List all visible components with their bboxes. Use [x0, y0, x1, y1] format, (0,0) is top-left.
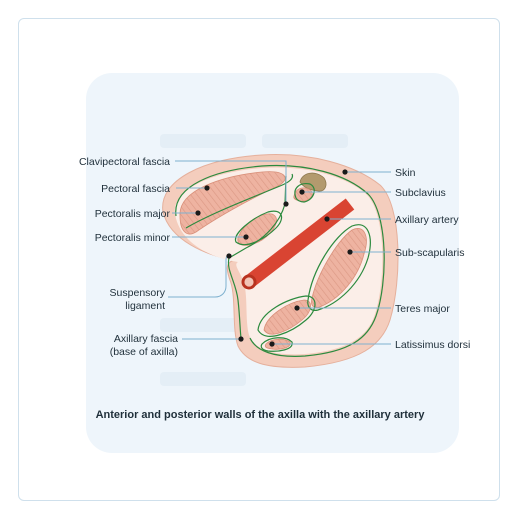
label-suspensory-ligament-line2: ligament: [125, 300, 165, 312]
subclavius-muscle: [293, 187, 313, 202]
diagram-caption: Anterior and posterior walls of the axil…: [96, 409, 426, 421]
label-sub-scapularis: Sub-scapularis: [395, 247, 464, 259]
label-subclavius: Subclavius: [395, 187, 446, 199]
subscapularis-muscle: [311, 228, 367, 308]
label-pectoralis-minor: Pectoralis minor: [95, 232, 171, 244]
label-suspensory-ligament-line1: Suspensory: [110, 287, 166, 299]
marker-dots: [195, 169, 353, 347]
label-skin: Skin: [395, 167, 416, 179]
axillary-artery: [241, 198, 355, 290]
leader-lines: [168, 160, 391, 345]
label-pectoralis-major: Pectoralis major: [95, 208, 171, 220]
background-text-placeholders: [160, 134, 348, 386]
label-latissimus-dorsi: Latissimus dorsi: [395, 339, 470, 351]
label-axillary-fascia-line2: (base of axilla): [110, 346, 178, 358]
label-clavipectoral-fascia: Clavipectoral fascia: [79, 156, 170, 168]
label-teres-major: Teres major: [395, 303, 450, 315]
label-pectoral-fascia: Pectoral fascia: [101, 183, 170, 195]
fascia-lines: [175, 164, 385, 357]
label-axillary-artery: Axillary artery: [395, 214, 459, 226]
label-axillary-fascia-line1: Axillary fascia: [114, 333, 178, 345]
